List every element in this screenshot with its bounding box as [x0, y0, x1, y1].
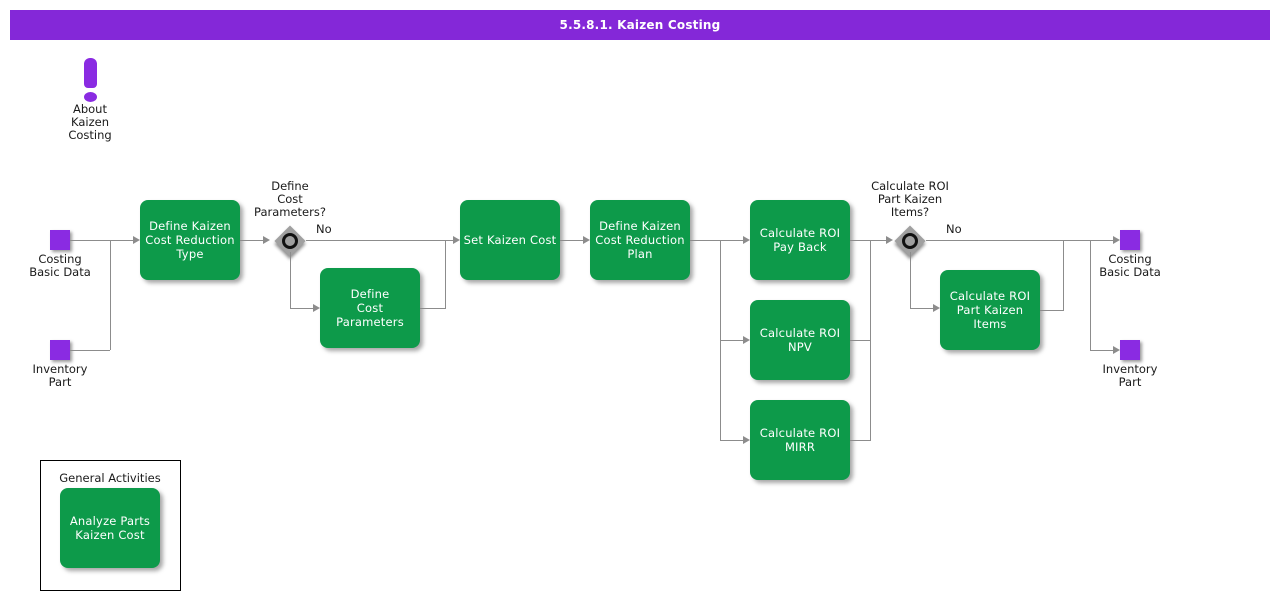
event-inventory-part-right-label: Inventory Part — [1102, 362, 1158, 389]
event-inventory-part-right[interactable] — [1120, 340, 1140, 360]
arrowhead-right-icon — [133, 236, 140, 244]
arrowhead-right-icon — [313, 304, 320, 312]
arrowhead-right-icon — [933, 304, 940, 312]
connector — [720, 340, 743, 341]
connector — [1040, 310, 1064, 311]
arrowhead-right-icon — [453, 236, 460, 244]
arrowhead-right-icon — [743, 336, 750, 344]
general-activities-title: General Activities — [59, 471, 161, 485]
connector — [850, 340, 871, 341]
event-costing-basic-data-left-label: Costing Basic Data — [29, 252, 91, 279]
connector — [110, 240, 111, 350]
connector — [290, 252, 291, 308]
arrowhead-right-icon — [263, 236, 270, 244]
event-costing-basic-data-right[interactable] — [1120, 230, 1140, 250]
gateway-1-question-label: Define Cost Parameters? — [254, 179, 326, 219]
arrowhead-right-icon — [1113, 236, 1120, 244]
about-exclamation-dot-icon[interactable] — [84, 92, 97, 102]
diagram-title-bar: 5.5.8.1. Kaizen Costing — [10, 10, 1270, 40]
connector — [850, 440, 871, 441]
activity-calculate-roi-pay-back[interactable]: Calculate ROI Pay Back — [750, 200, 850, 280]
connector — [290, 308, 313, 309]
connector — [240, 240, 263, 241]
connector — [306, 240, 453, 241]
event-costing-basic-data-right-label: Costing Basic Data — [1099, 252, 1161, 279]
activity-calculate-roi-part-kaizen-items[interactable]: Calculate ROI Part Kaizen Items — [940, 270, 1040, 350]
activity-analyze-parts-kaizen-cost[interactable]: Analyze Parts Kaizen Cost — [60, 488, 160, 568]
activity-define-cost-parameters[interactable]: Define Cost Parameters — [320, 268, 420, 348]
arrowhead-right-icon — [886, 236, 893, 244]
connector — [560, 240, 583, 241]
gateway-2-question-label: Calculate ROI Part Kaizen Items? — [871, 179, 949, 219]
about-exclamation-icon[interactable] — [84, 58, 97, 88]
connector — [926, 240, 1113, 241]
connector — [850, 240, 886, 241]
connector — [720, 440, 743, 441]
connector — [690, 240, 743, 241]
about-label: About Kaizen Costing — [68, 102, 112, 142]
gateway-circle-icon — [278, 229, 302, 253]
arrowhead-right-icon — [583, 236, 590, 244]
activity-calculate-roi-mirr[interactable]: Calculate ROI MIRR — [750, 400, 850, 480]
connector — [870, 240, 871, 440]
connector — [70, 350, 110, 351]
event-inventory-part-left-label: Inventory Part — [32, 362, 88, 389]
event-costing-basic-data-left[interactable] — [50, 230, 70, 250]
connector — [910, 252, 911, 308]
gateway-1-no-label: No — [316, 222, 332, 236]
connector — [1090, 240, 1091, 350]
connector — [910, 308, 933, 309]
event-inventory-part-left[interactable] — [50, 340, 70, 360]
connector — [70, 240, 133, 241]
gateway-2-no-label: No — [946, 222, 962, 236]
gateway-circle-icon — [898, 229, 922, 253]
connector — [1063, 240, 1064, 310]
arrowhead-right-icon — [743, 436, 750, 444]
activity-define-kaizen-cost-reduction-plan[interactable]: Define Kaizen Cost Reduction Plan — [590, 200, 690, 280]
connector — [445, 240, 446, 308]
activity-set-kaizen-cost[interactable]: Set Kaizen Cost — [460, 200, 560, 280]
connector — [1090, 350, 1113, 351]
connector — [420, 308, 446, 309]
diagram-title: 5.5.8.1. Kaizen Costing — [559, 18, 721, 32]
activity-calculate-roi-npv[interactable]: Calculate ROI NPV — [750, 300, 850, 380]
arrowhead-right-icon — [1113, 346, 1120, 354]
arrowhead-right-icon — [743, 236, 750, 244]
activity-define-kaizen-cost-reduction-type[interactable]: Define Kaizen Cost Reduction Type — [140, 200, 240, 280]
